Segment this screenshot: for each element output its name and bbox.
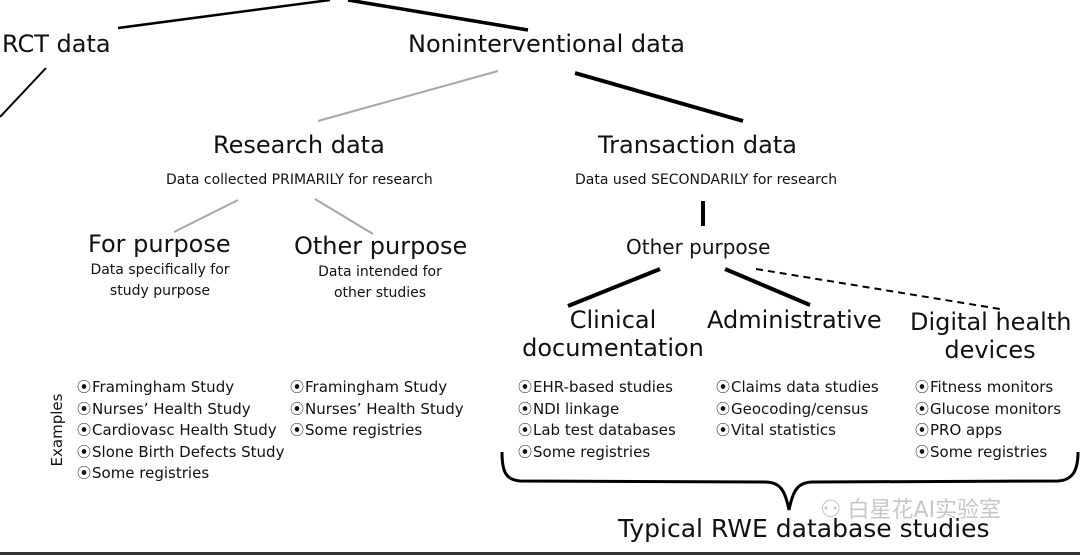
list-clinical: ⦿EHR-based studies⦿NDI linkage⦿Lab test … <box>518 377 676 463</box>
list-other-purpose: ⦿Framingham Study⦿Nurses’ Health Study⦿S… <box>290 377 464 442</box>
list-digital: ⦿Fitness monitors⦿Glucose monitors⦿PRO a… <box>915 377 1061 463</box>
list-item: ⦿Framingham Study <box>290 377 464 399</box>
bullet-icon: ⦿ <box>518 444 532 461</box>
list-item-text: Framingham Study <box>92 378 235 396</box>
bottom-rule <box>0 552 1080 555</box>
list-item: ⦿Nurses’ Health Study <box>77 399 284 421</box>
for-purpose-subtitle-line2: study purpose <box>109 283 211 299</box>
list-item: ⦿Nurses’ Health Study <box>290 399 464 421</box>
transaction-data-subtitle: Data used SECONDARILY for research <box>575 172 838 188</box>
list-item: ⦿Claims data studies <box>716 377 879 399</box>
node-clinical-line1: Clinical <box>569 306 657 334</box>
list-item: ⦿Glucose monitors <box>915 399 1061 421</box>
bullet-icon: ⦿ <box>915 401 929 418</box>
examples-label: Examples <box>48 393 66 467</box>
list-item: ⦿Slone Birth Defects Study <box>77 442 284 464</box>
bullet-icon: ⦿ <box>716 423 730 440</box>
list-item-text: Nurses’ Health Study <box>305 399 464 418</box>
bullet-icon: ⦿ <box>290 401 304 418</box>
label-typical-rwe: Typical RWE database studies <box>618 514 990 543</box>
list-item: ⦿Some registries <box>915 442 1061 464</box>
list-item: ⦿Geocoding/census <box>716 399 879 421</box>
connector-research-otherpurpose <box>314 198 374 235</box>
node-transaction-data: Transaction data <box>598 131 797 159</box>
list-item-text: EHR-based studies <box>533 378 673 396</box>
bullet-icon: ⦿ <box>518 401 532 418</box>
list-item-text: Lab test databases <box>533 421 676 440</box>
list-item: ⦿PRO apps <box>915 420 1061 442</box>
list-item-text: NDI linkage <box>533 399 620 418</box>
node-clinical-line2: documentation <box>522 334 704 362</box>
connector-other-administrative <box>724 267 811 307</box>
bullet-icon: ⦿ <box>915 380 929 396</box>
connector-nonint-research <box>317 70 499 122</box>
node-digital-line1: Digital health <box>910 308 1072 336</box>
list-item-text: Fitness monitors <box>930 378 1054 396</box>
bullet-icon: ⦿ <box>77 466 91 483</box>
node-digital-line2: devices <box>944 336 1036 364</box>
list-item-text: Claims data studies <box>731 378 879 396</box>
list-item-text: Geocoding/census <box>731 399 869 418</box>
node-other-purpose-research: Other purpose <box>294 232 468 260</box>
list-item: ⦿Vital statistics <box>716 420 879 442</box>
watermark: ⚇白星花AI实验室 <box>820 492 1001 524</box>
list-for-purpose: ⦿Framingham Study⦿Nurses’ Health Study⦿C… <box>77 377 284 485</box>
list-item-text: Some registries <box>533 442 651 461</box>
list-item: ⦿Framingham Study <box>77 377 284 399</box>
list-item: ⦿Fitness monitors <box>915 377 1061 399</box>
connector-research-forpurpose <box>173 199 239 233</box>
node-other-purpose-transaction: Other purpose <box>626 235 771 259</box>
research-data-subtitle: Data collected PRIMARILY for research <box>166 172 433 188</box>
other-purpose-subtitle-line1: Data intended for <box>318 264 442 280</box>
list-item-text: Some registries <box>305 421 423 440</box>
list-administrative: ⦿Claims data studies⦿Geocoding/census⦿Vi… <box>716 377 879 442</box>
list-item-text: Glucose monitors <box>930 399 1062 418</box>
bullet-icon: ⦿ <box>915 423 929 440</box>
bullet-icon: ⦿ <box>518 423 532 440</box>
list-item-text: Some registries <box>92 464 210 483</box>
node-research-data: Research data <box>213 131 385 159</box>
list-item-text: PRO apps <box>930 421 1003 440</box>
list-item-text: Vital statistics <box>731 421 836 440</box>
node-rct-data: RCT data <box>2 30 111 58</box>
other-purpose-subtitle-line2: other studies <box>333 285 427 301</box>
connector-root-noninterventional <box>347 0 529 32</box>
bullet-icon: ⦿ <box>77 444 91 461</box>
node-administrative: Administrative <box>707 306 882 334</box>
wechat-icon: ⚇ <box>820 495 842 523</box>
list-item: ⦿Some registries <box>77 463 284 485</box>
bullet-icon: ⦿ <box>290 380 304 396</box>
connector-rct-down <box>0 67 47 118</box>
list-item-text: Framingham Study <box>305 378 448 396</box>
list-item: ⦿Some registries <box>518 442 676 464</box>
connector-nonint-transaction <box>574 71 744 123</box>
bullet-icon: ⦿ <box>77 380 91 396</box>
rwe-brace <box>500 451 1080 511</box>
watermark-text: 白星花AI实验室 <box>847 498 1002 523</box>
bullet-icon: ⦿ <box>290 423 304 440</box>
list-item-text: Some registries <box>930 442 1048 461</box>
node-noninterventional-data: Noninterventional data <box>408 30 685 58</box>
connector-other-digital <box>755 268 1001 310</box>
connector-other-clinical <box>567 267 661 308</box>
node-for-purpose: For purpose <box>88 230 231 258</box>
for-purpose-subtitle-line1: Data specifically for <box>90 262 230 278</box>
bullet-icon: ⦿ <box>518 380 532 396</box>
bullet-icon: ⦿ <box>915 444 929 461</box>
list-item-text: Nurses’ Health Study <box>92 399 251 418</box>
list-item: ⦿EHR-based studies <box>518 377 676 399</box>
bullet-icon: ⦿ <box>77 423 91 440</box>
list-item: ⦿Some registries <box>290 420 464 442</box>
bullet-icon: ⦿ <box>716 380 730 396</box>
list-item-text: Cardiovasc Health Study <box>92 421 277 440</box>
list-item: ⦿NDI linkage <box>518 399 676 421</box>
list-item: ⦿Lab test databases <box>518 420 676 442</box>
list-item-text: Slone Birth Defects Study <box>92 442 285 461</box>
bullet-icon: ⦿ <box>77 401 91 418</box>
bullet-icon: ⦿ <box>716 401 730 418</box>
list-item: ⦿Cardiovasc Health Study <box>77 420 284 442</box>
connector-root-rct <box>117 0 331 30</box>
